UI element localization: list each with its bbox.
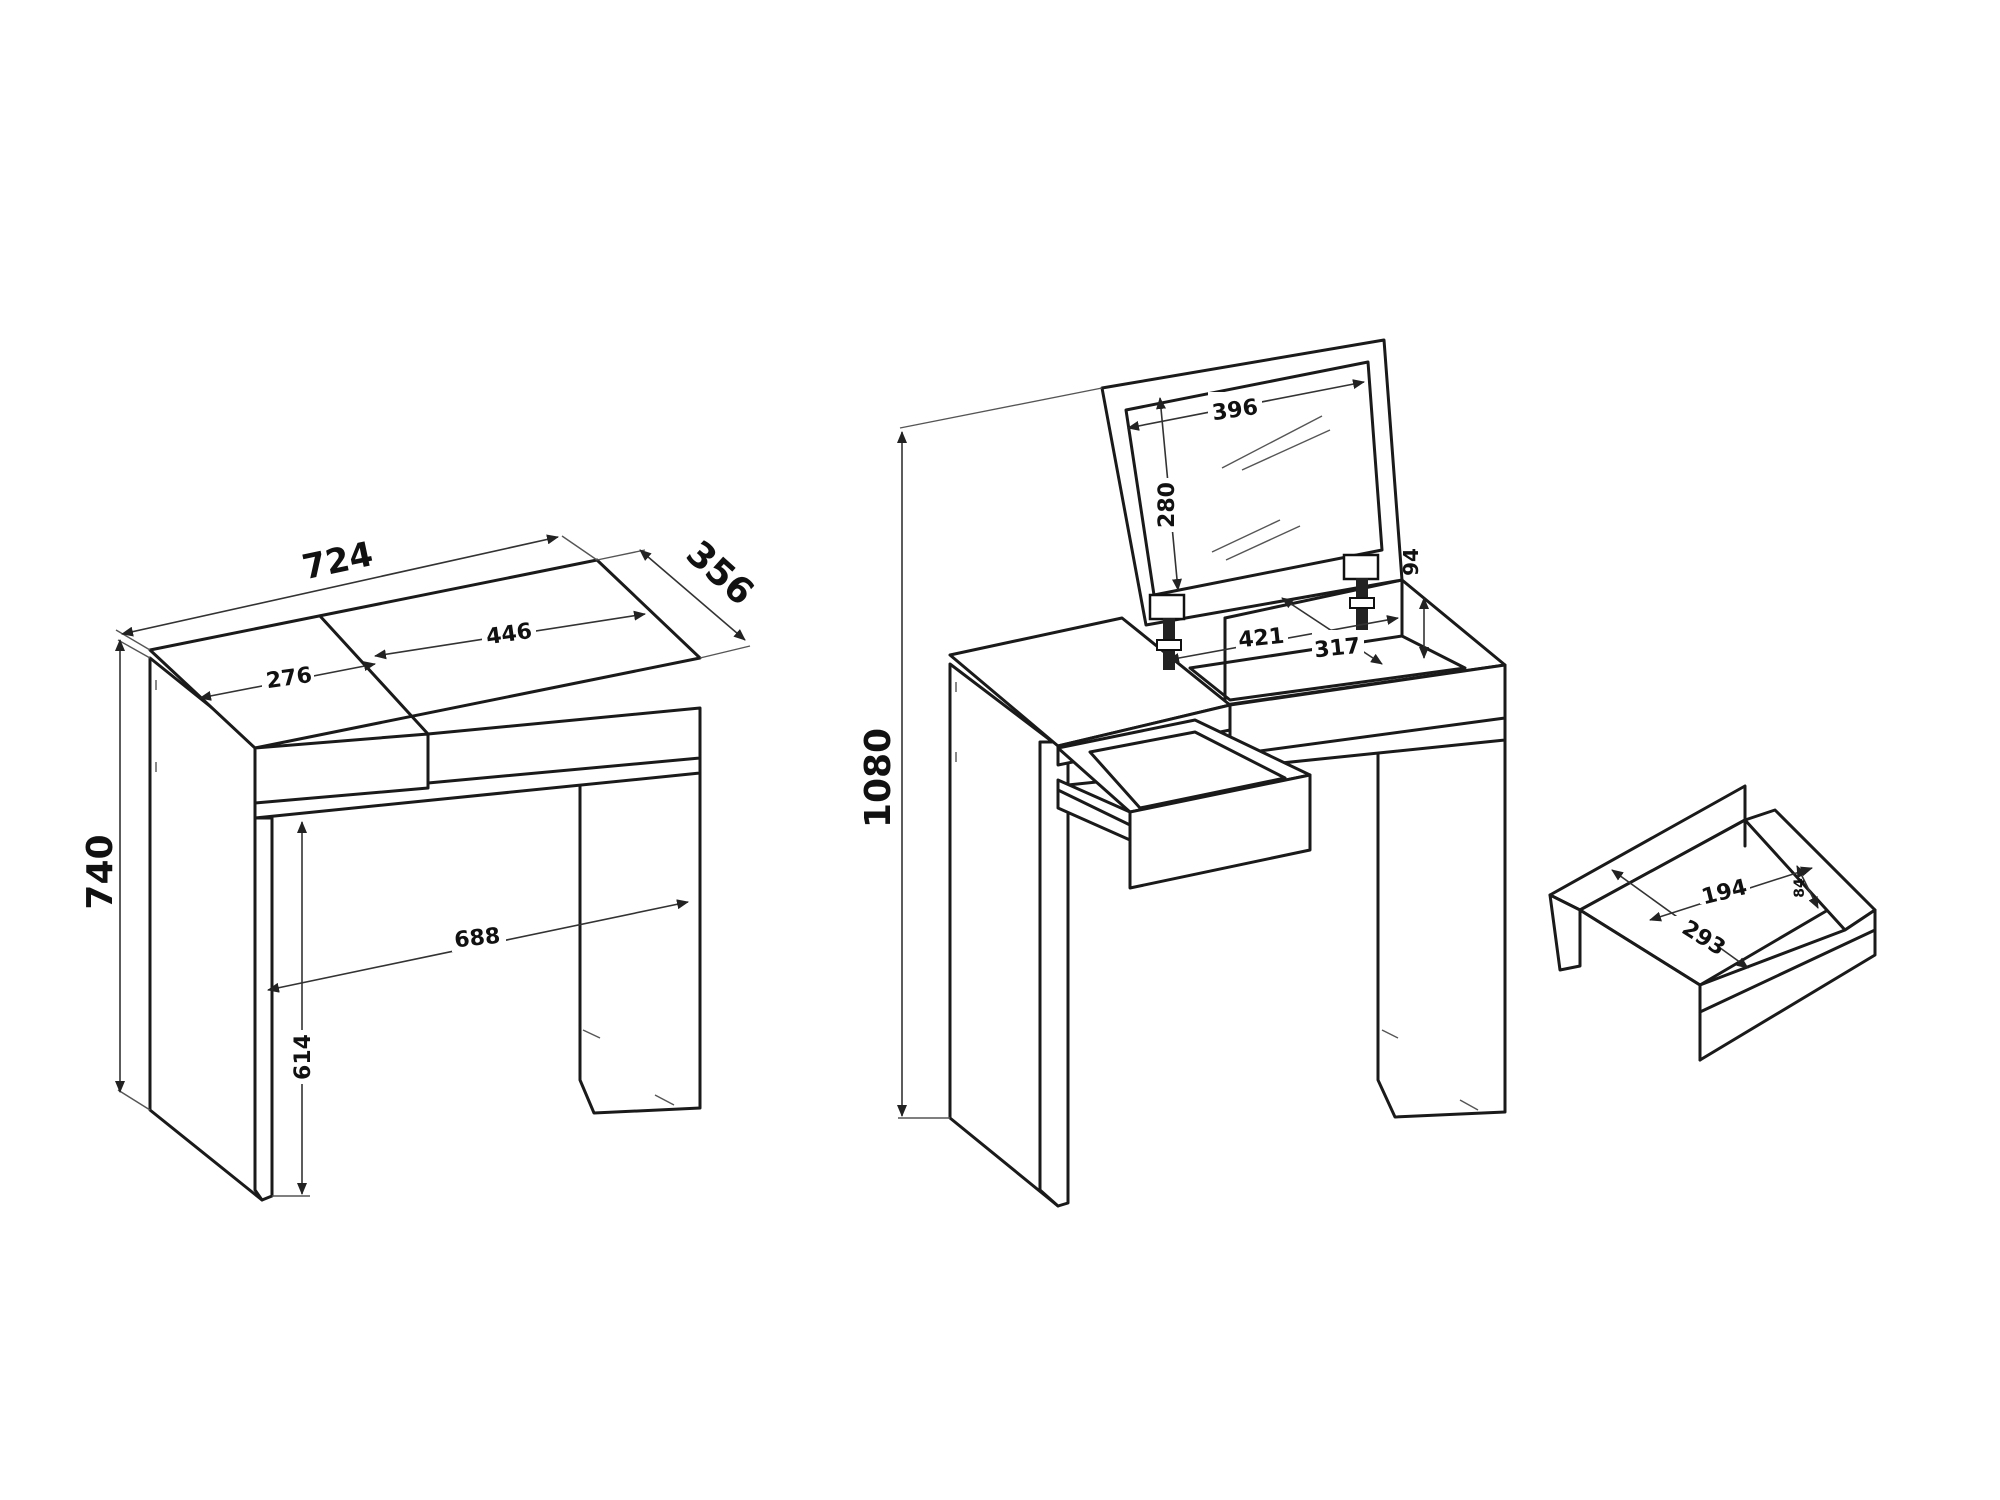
right-foot-mark xyxy=(1459,1099,1479,1111)
dim-compartment-width-label: 421 xyxy=(1237,624,1285,654)
dim-leg-span-label: 688 xyxy=(453,924,501,954)
label-bg xyxy=(1208,392,1262,424)
label-bg xyxy=(262,660,314,690)
mirror-reflection xyxy=(1225,525,1301,561)
drawer-detail-view: 194 293 84 xyxy=(1548,784,1877,1062)
ext-line xyxy=(117,639,151,659)
left-foot-mark xyxy=(582,1029,601,1039)
mirror-reflection xyxy=(1241,429,1331,471)
open-table-view: 1080 396 280 421 317 94 xyxy=(858,338,1507,1208)
open-drawer-rail xyxy=(1056,788,1132,827)
label-bg xyxy=(452,920,506,952)
label-bg xyxy=(1152,478,1182,532)
dim-compartment-depth-label: 317 xyxy=(1313,634,1361,664)
open-drawer-front xyxy=(1128,773,1312,890)
label-bg xyxy=(1670,916,1722,946)
mirror-reflection xyxy=(1211,519,1281,553)
dim-mirror-height-label: 280 xyxy=(1155,482,1180,528)
left-top-front-lid xyxy=(426,706,702,785)
ext-line xyxy=(899,387,1103,429)
dim-total-height-label: 1080 xyxy=(858,728,899,828)
label-bg xyxy=(482,616,536,646)
label-bg xyxy=(288,1030,316,1084)
right-foot-mark xyxy=(1381,1029,1399,1039)
dim-drawer-height-label: 84 xyxy=(1792,878,1808,898)
left-top-front-fixed xyxy=(253,732,430,805)
dim-knee-height-label: 614 xyxy=(291,1034,316,1080)
drawer-front-top xyxy=(1698,928,1877,1014)
ext-line xyxy=(561,535,598,561)
dim-depth-line xyxy=(639,549,746,641)
ext-line xyxy=(115,629,151,651)
open-drawer-inner xyxy=(1088,730,1287,810)
dim-width-line xyxy=(121,534,559,637)
dim-compartment-height-label: 94 xyxy=(1399,548,1423,576)
left-front-leg xyxy=(253,816,274,1202)
ext-line xyxy=(596,549,646,561)
left-back-leg xyxy=(578,763,702,1115)
dim-height-label: 740 xyxy=(80,834,121,909)
dim-depth-label: 356 xyxy=(678,533,761,614)
dim-drawer-height-line xyxy=(1796,865,1819,909)
label-bg xyxy=(1312,630,1364,660)
drawer-left-panel xyxy=(1548,893,1582,972)
ext-line xyxy=(117,1089,151,1111)
left-foot-mark xyxy=(654,1094,675,1106)
ext-line xyxy=(699,645,751,659)
right-back-leg xyxy=(1376,718,1507,1119)
closed-table-view: 724 356 740 276 446 688 614 xyxy=(80,533,761,1202)
label-bg xyxy=(1236,620,1288,650)
